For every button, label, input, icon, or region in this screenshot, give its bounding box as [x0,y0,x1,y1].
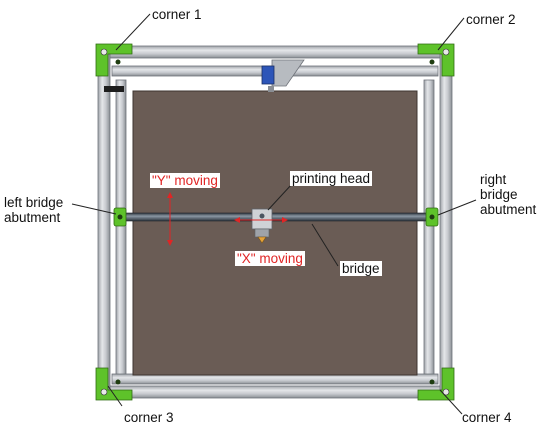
leader-printing-head [267,183,293,211]
right-rail [439,49,453,397]
label-left-abutment-line-1: left bridge [4,195,64,210]
left-rail [97,49,111,397]
label-left-abutment: left bridge abutment [4,195,63,225]
right-abutment-bracket [425,207,439,227]
leader-right-abutment [437,199,477,216]
right-rail-inner [423,79,435,375]
y-carriage [261,59,305,92]
leader-corner-1 [115,13,151,51]
leader-left-abutment [71,203,117,215]
y-motion-arrow [167,192,173,246]
label-corner-4: corner 4 [462,410,512,425]
leader-corner-3 [107,385,123,407]
label-y-moving: "Y" moving [150,173,220,188]
leader-corner-2 [437,17,465,51]
leader-corner-4 [439,389,463,415]
label-right-abutment-line-1: right [480,172,507,187]
label-left-abutment-line-2: abutment [4,210,61,225]
label-corner-2: corner 2 [466,12,516,27]
label-corner-1: corner 1 [152,7,202,22]
label-right-abutment: right bridge abutment [480,172,536,217]
label-corner-3: corner 3 [124,410,174,425]
leader-bridge [311,223,339,267]
left-rail-inner [115,79,127,375]
label-bridge: bridge [340,261,382,276]
top-rail [99,45,451,59]
corner-bracket-3 [95,367,133,401]
corner-bracket-2 [417,43,455,77]
x-motion-arrow [234,217,288,223]
label-printing-head: printing head [290,171,373,186]
corner-bracket-1 [95,43,133,77]
endstop [104,86,124,92]
left-abutment-bracket [113,207,127,227]
label-x-moving: "X" moving [235,251,305,266]
print-bed [132,90,418,376]
bottom-rail [99,385,451,399]
corner-bracket-4 [417,367,455,401]
label-right-abutment-line-2: bridge [480,187,518,202]
leader-lines [71,13,477,415]
printing-head [251,208,273,244]
label-right-abutment-line-3: abutment [480,202,537,217]
